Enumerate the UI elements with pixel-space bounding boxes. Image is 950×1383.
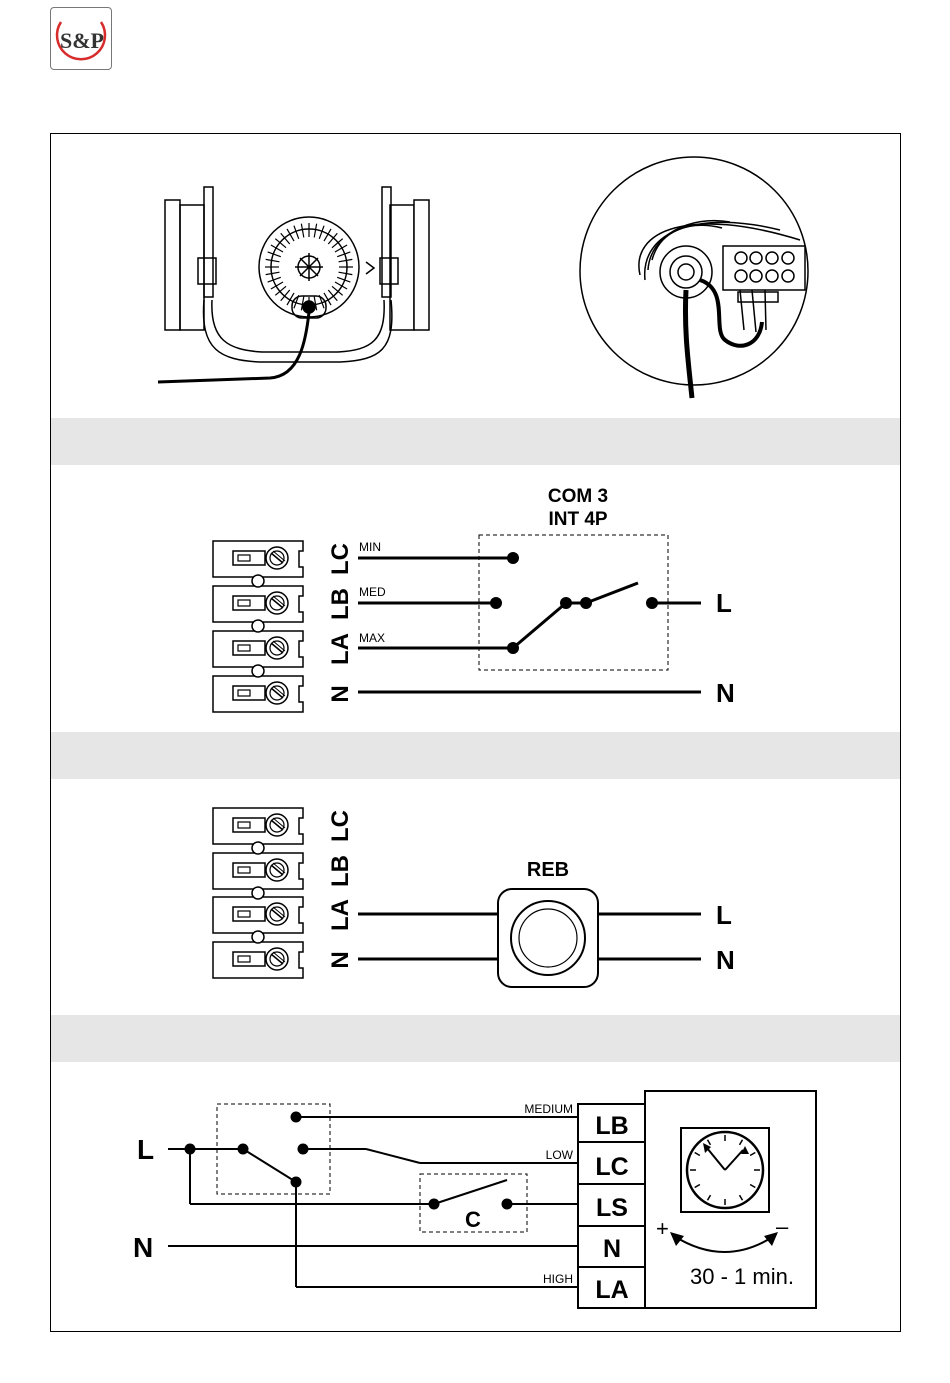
terminal-label-lc-2: LC [327,810,354,842]
timer-terminal-la: LA [595,1276,628,1304]
neutral-label-n-2: N [716,945,735,975]
terminal-block-n [213,676,303,712]
diagram-reb: LC LB LA N REB L N [213,808,735,987]
neutral-label-n-3: N [133,1232,153,1263]
wiring-detail-illustration [580,157,808,398]
terminal-block-lc [213,541,303,577]
terminal-block-n-2 [213,942,303,978]
terminal-label-lb-2: LB [327,855,354,887]
timer-plus: + [656,1216,669,1241]
wire-label-max: MAX [359,631,385,645]
line-label-l-2: L [716,900,732,930]
switch-label-c: C [465,1207,481,1232]
device-label-reb: REB [527,859,569,881]
wire-label-min: MIN [359,540,381,554]
timer-terminal-lc: LC [595,1153,628,1181]
line-label-l: L [716,588,732,618]
wire-label-medium: MEDIUM [524,1102,573,1116]
terminal-label-la: LA [327,633,354,665]
terminal-label-la-2: LA [327,899,354,931]
wire-label-med: MED [359,585,386,599]
timer-range-label: 30 - 1 min. [690,1264,794,1289]
fan-front-illustration [158,187,429,382]
timer-minus: – [776,1214,789,1239]
reb-device [498,889,598,987]
timer-terminal-ls: LS [596,1194,628,1222]
diagram-timer: L N C MEDIUM LOW HIGH [133,1091,816,1308]
line-label-l-3: L [137,1134,154,1165]
diagram-com3-int4p: LC LB LA N MIN MED MAX COM 3 INT 4P L N [213,486,735,712]
terminal-label-lb: LB [327,588,354,620]
switch-title-line2: INT 4P [548,509,607,530]
terminal-block-la-2 [213,897,303,933]
switch-title-line1: COM 3 [548,486,608,507]
neutral-label-n: N [716,678,735,708]
wire-label-low: LOW [546,1148,574,1162]
terminal-block-lb [213,586,303,622]
terminal-block-lc-2 [213,808,303,844]
terminal-label-lc: LC [327,543,354,575]
terminal-label-n: N [327,685,354,702]
terminal-label-n-2: N [327,951,354,968]
wire-label-high: HIGH [543,1272,573,1286]
terminal-block-la [213,631,303,667]
terminal-block-lb-2 [213,853,303,889]
timer-terminal-lb: LB [595,1112,628,1140]
timer-terminal-n: N [603,1235,621,1263]
